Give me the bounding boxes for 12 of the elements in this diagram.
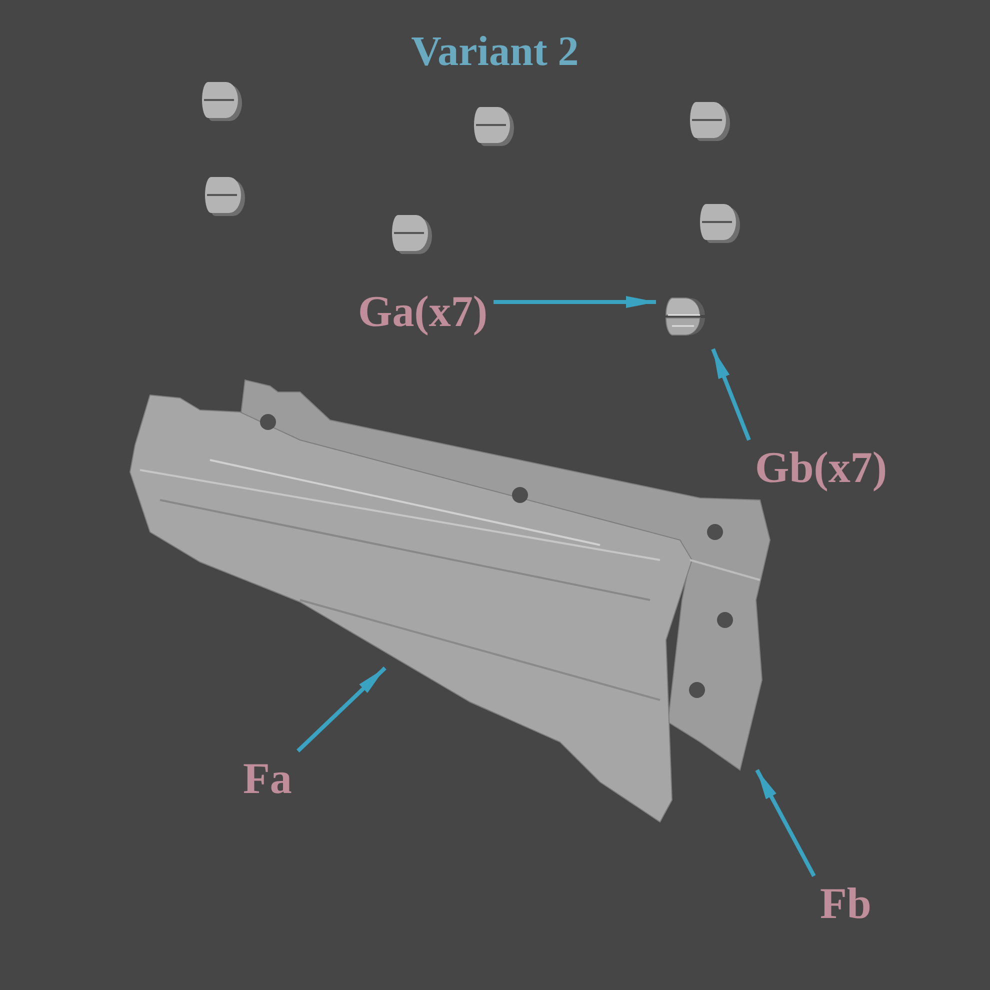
part-label: Gb(x7) <box>755 446 887 490</box>
part-label: Fa <box>243 757 292 801</box>
clip-upper-half-drawing <box>666 298 705 316</box>
part-label: Fb <box>820 882 872 926</box>
diagram-title: Variant 2 <box>410 28 580 76</box>
part-label: Ga(x7) <box>358 290 488 334</box>
arrow <box>755 769 816 877</box>
clip-lower-half-drawing <box>666 318 705 336</box>
arrow <box>296 666 386 752</box>
arrow <box>711 348 751 441</box>
arrow <box>494 296 656 308</box>
left-frame-half-drawing <box>129 394 693 823</box>
